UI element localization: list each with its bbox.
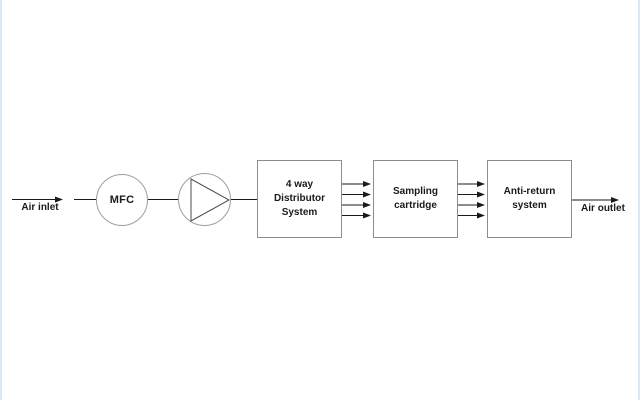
outlet-arrow xyxy=(572,197,619,203)
pump-icon xyxy=(190,177,230,222)
air-outlet-label: Air outlet xyxy=(581,203,625,214)
anti-return-box: Anti-return system xyxy=(487,160,572,238)
right-edge-tint xyxy=(638,0,640,400)
pump-node xyxy=(178,173,231,226)
air-inlet-label: Air inlet xyxy=(21,202,59,213)
mfc-label: MFC xyxy=(109,194,135,206)
sampling-cartridge-box: Sampling cartridge xyxy=(373,160,458,238)
left-edge-tint xyxy=(0,0,2,400)
inlet-arrow xyxy=(12,196,63,203)
anti-return-label: Anti-return system xyxy=(503,186,556,211)
distributor-label: 4 way Distributor System xyxy=(273,179,326,218)
arrows-sampling-to-antireturn xyxy=(458,181,485,219)
mfc-node: MFC xyxy=(96,174,148,226)
sampling-cartridge-label: Sampling cartridge xyxy=(392,186,438,211)
arrows-distributor-to-sampling xyxy=(342,181,371,219)
distributor-box: 4 way Distributor System xyxy=(257,160,342,238)
